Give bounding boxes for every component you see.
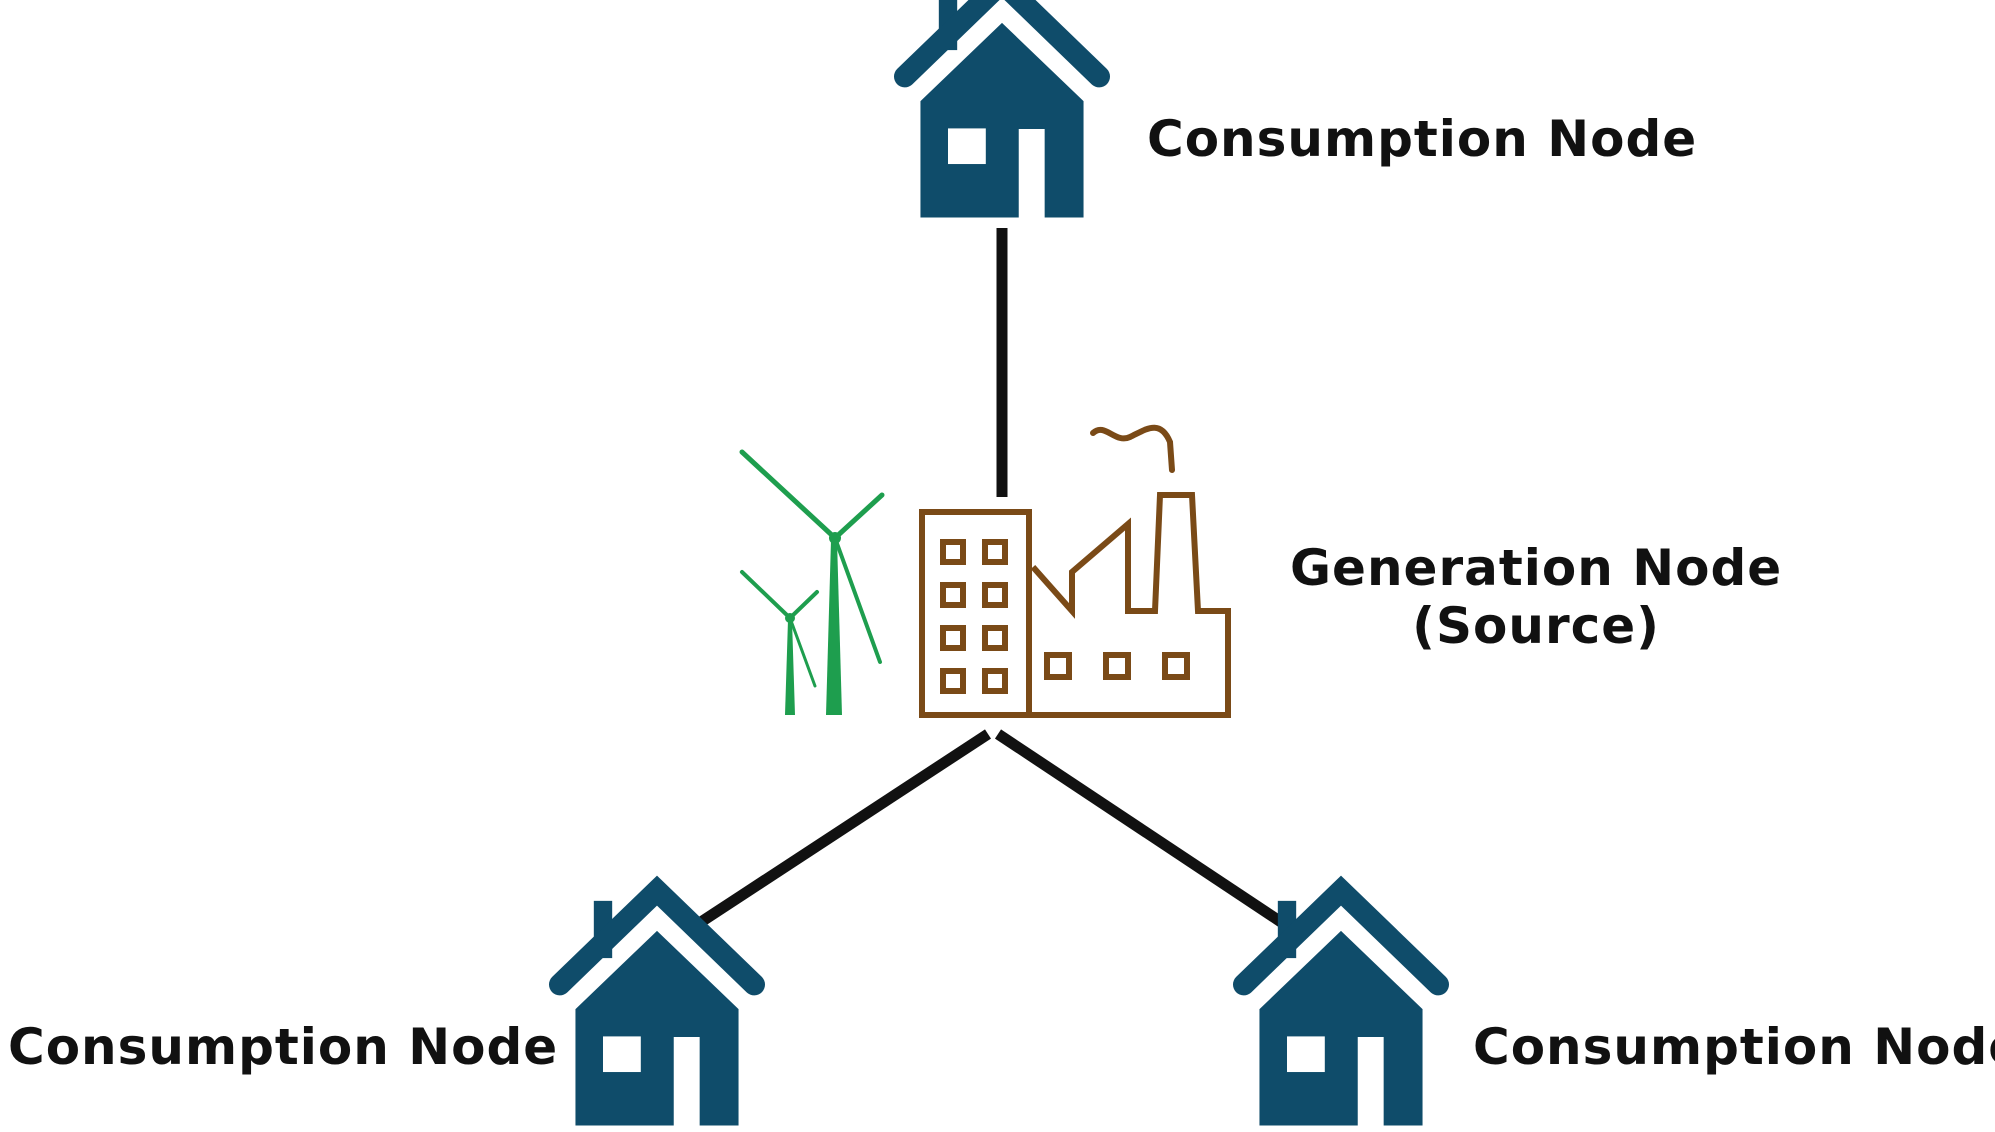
generation-node-subtitle: (Source): [1412, 596, 1661, 655]
wind-turbine-icon: [739, 449, 885, 715]
consumption-node-label-left: Consumption Node: [8, 1018, 559, 1076]
factory-icon: [919, 424, 1231, 718]
house-icon-right: [1244, 891, 1438, 1125]
generation-node-title: Generation Node: [1290, 539, 1783, 597]
consumption-node-label-right: Consumption Node: [1473, 1018, 1995, 1076]
edge-generation-right: [994, 729, 1285, 927]
generation-node-label: Generation Node (Source): [1290, 539, 1783, 655]
house-icon-left: [560, 891, 754, 1125]
edge-generation-left: [697, 729, 992, 927]
consumption-node-label-top: Consumption Node: [1147, 110, 1698, 168]
house-icon-top: [905, 0, 1099, 217]
